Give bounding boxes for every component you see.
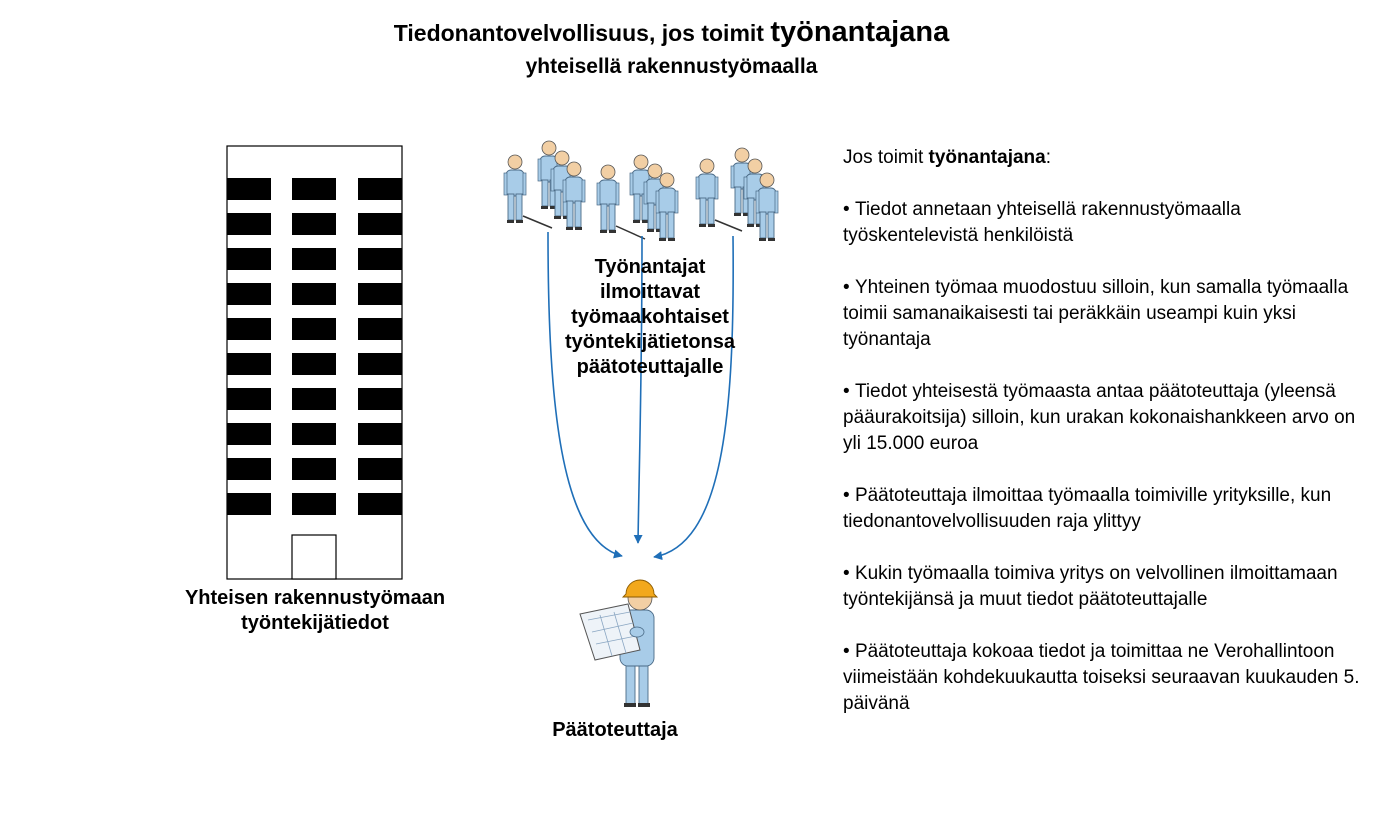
info-bullet: Päätoteuttaja ilmoittaa työmaalla toimiv… [843,483,1373,535]
building-window [358,388,402,410]
arrow-right [653,235,734,561]
building-window [358,178,402,200]
employers-label-line: päätoteuttajalle [576,356,724,378]
info-intro-suffix: : [1045,147,1052,168]
arrow-center [633,235,643,544]
employers-label: Työnantajat ilmoittavat työmaakohtaiset … [525,255,775,380]
info-intro: Jos toimit työnantajana: [843,145,1373,171]
building-window [227,353,271,375]
building-window [227,213,271,235]
building-window [358,353,402,375]
info-bullet: Yhteinen työmaa muodostuu silloin, kun s… [843,275,1373,353]
building-window [358,458,402,480]
employers-label-line: työntekijätietonsa [564,331,736,353]
building-window [358,248,402,270]
building-window [292,423,336,445]
building-window [227,423,271,445]
worker-group-1 [503,140,586,231]
info-bullet: Kukin työmaalla toimiva yritys on velvol… [843,561,1373,613]
employers-label-line: työmaakohtaiset [571,306,729,328]
building-window [227,318,271,340]
arrow-left [547,231,623,559]
building-window [227,248,271,270]
building-window [227,388,271,410]
building-window [292,213,336,235]
building-label-line2: työntekijätiedot [241,612,389,634]
info-intro-emphasis: työnantajana [928,147,1046,168]
info-bullet: Päätoteuttaja kokoaa tiedot ja toimittaa… [843,639,1373,717]
info-bullet: Tiedot annetaan yhteisellä rakennustyöma… [843,197,1373,249]
building-icon [226,145,403,580]
info-intro-prefix: Jos toimit [843,147,929,168]
building-window [358,213,402,235]
building-window [358,283,402,305]
title-emphasis: työnantajana [770,16,950,48]
building-window [292,318,336,340]
building-window [358,318,402,340]
contractor-label: Päätoteuttaja [552,719,678,741]
building-door [291,534,337,580]
worker-group-2 [596,154,679,242]
building-window [227,283,271,305]
building-window [292,178,336,200]
worker-group-icon [503,140,779,242]
page-title: Tiedonantovelvollisuus, jos toimit työna… [0,16,1343,49]
employers-label-line: ilmoittavat [599,281,701,303]
building-label-line1: Yhteisen rakennustyömaan [184,587,446,609]
building-window [358,493,402,515]
helmet-icon [621,579,659,598]
page-subtitle: yhteisellä rakennustyömaalla [525,55,818,78]
building-label: Yhteisen rakennustyömaan työntekijätiedo… [150,586,480,636]
building-window [292,353,336,375]
building-window [227,178,271,200]
building-window [358,423,402,445]
info-bullet: Tiedot yhteisestä työmaasta antaa päätot… [843,379,1373,457]
building-window [227,458,271,480]
building-window [292,388,336,410]
building-window [227,493,271,515]
builder-with-blueprint-icon [579,579,659,707]
building-window [292,458,336,480]
building-window [292,248,336,270]
worker-group-3 [695,147,779,242]
building-window [292,493,336,515]
employers-label-line: Työnantajat [594,256,706,278]
title-prefix: Tiedonantovelvollisuus, jos toimit [393,20,771,46]
building-window [292,283,336,305]
info-panel: Jos toimit työnantajana: Tiedot annetaan… [843,145,1373,743]
building-windows [227,178,402,515]
